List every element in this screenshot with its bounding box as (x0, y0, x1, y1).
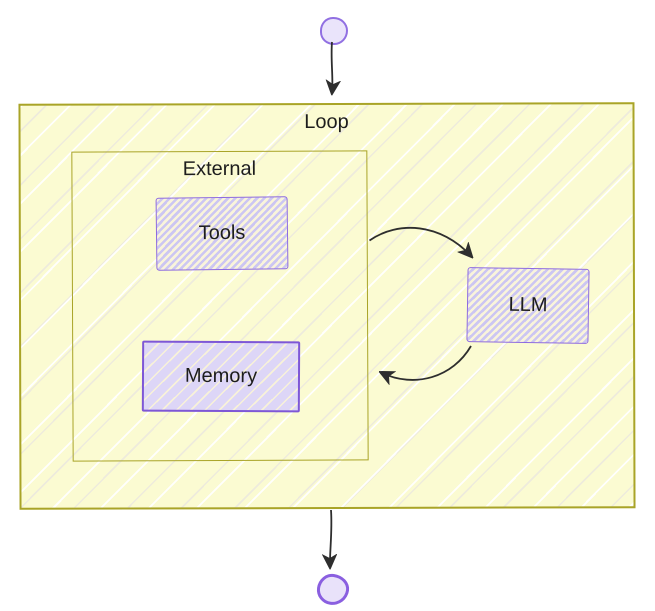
external-label: External (182, 157, 257, 181)
tools-label: Tools (198, 221, 246, 245)
loop-label: Loop (304, 110, 349, 134)
llm-label: LLM (508, 293, 548, 317)
memory-label: Memory (184, 364, 258, 388)
memory-node: Memory (141, 340, 301, 413)
end-node (314, 571, 352, 608)
loop-to-end-arrow (330, 509, 331, 567)
llm-node: LLM (466, 267, 590, 344)
start-node (320, 17, 348, 45)
tools-node: Tools (155, 196, 289, 271)
start-to-loop-arrow (332, 41, 333, 93)
